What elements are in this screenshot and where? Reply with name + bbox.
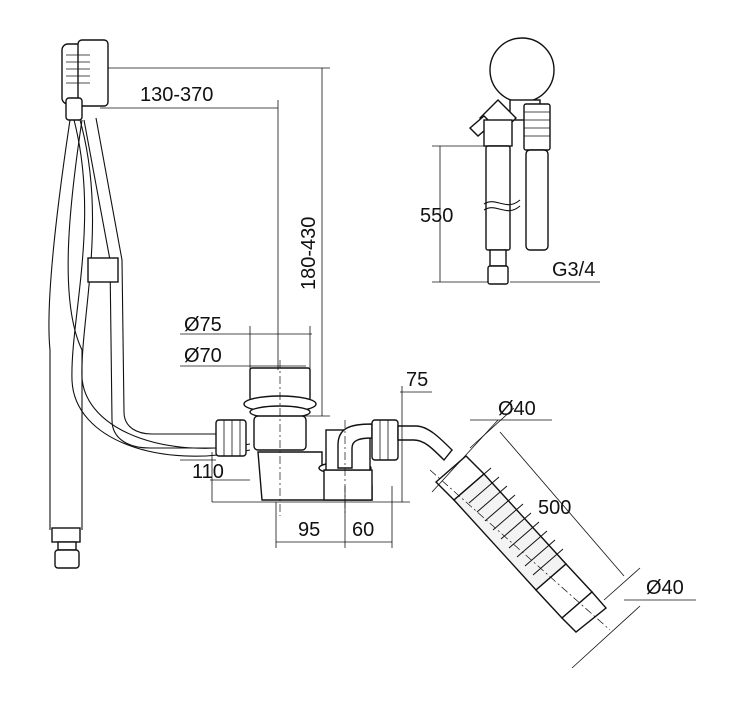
dim-drain-height: 110 (192, 461, 224, 483)
dim-thread: G3/4 (552, 259, 595, 281)
dim-depth: 75 (406, 369, 428, 391)
dim-offset-b: 60 (352, 519, 374, 541)
dim-diameter-outer: Ø75 (184, 314, 222, 336)
dim-hose-outlet: Ø40 (646, 577, 684, 599)
dim-hose-length: 500 (538, 497, 571, 519)
dim-hose-inlet: Ø40 (498, 398, 536, 420)
dim-diameter-inner: Ø70 (184, 345, 222, 367)
dimension-lines (100, 67, 696, 669)
dim-valve-height: 550 (420, 205, 453, 227)
dim-offset-a: 95 (298, 519, 320, 541)
dim-height-range: 180-430 (298, 217, 320, 290)
dim-reach: 130-370 (140, 84, 213, 106)
corrugated-drain-hose (434, 455, 608, 633)
valve-detail-view (468, 37, 555, 285)
supply-hose-left (48, 117, 251, 569)
drain-assembly (215, 367, 453, 501)
